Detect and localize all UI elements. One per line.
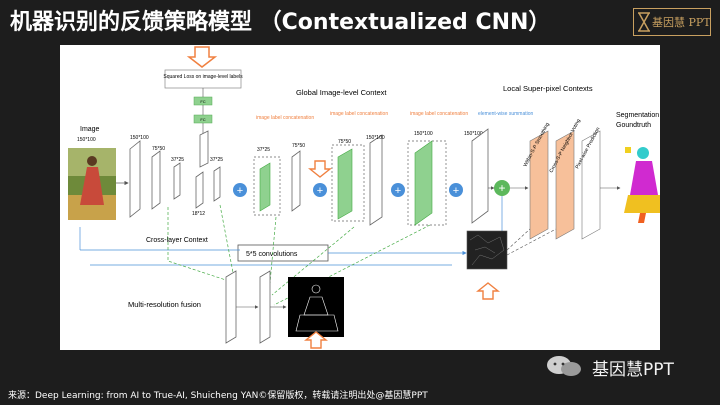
image-size-label: 150*100: [77, 137, 96, 143]
svg-text:+: +: [395, 185, 401, 197]
dim-1: 150*100: [130, 135, 149, 141]
hourglass-icon: [638, 12, 650, 32]
dim-6: 37*25: [257, 147, 270, 153]
edge-map: [288, 277, 344, 337]
squared-loss-label: Squared Loss on image-level labels: [163, 74, 243, 80]
fc-label-1: FC: [200, 99, 205, 104]
concat-group-1: [253, 156, 281, 216]
segmentation-image: [624, 147, 660, 223]
dim-3: 37*25: [171, 157, 184, 163]
sum-node-2: +: [313, 183, 327, 197]
dim-10: 150*100: [414, 131, 433, 137]
segmentation-title-1: Segmentation: [616, 112, 659, 119]
local-context-title: Local Super-pixel Contexts: [503, 84, 593, 93]
feedback-arrow-1: [308, 160, 332, 178]
input-image: [68, 148, 116, 220]
wechat-icon: [547, 356, 581, 376]
feature-map-final: [471, 128, 489, 224]
dim-2: 75*50: [152, 146, 165, 152]
cnn-diagram: Squared Loss on image-level labels FC FC…: [68, 46, 660, 349]
conv5-label: 5*5 convolutions: [246, 251, 298, 258]
svg-text:+: +: [498, 181, 505, 195]
superpixel-map: [466, 230, 508, 270]
brand-logo: 基因慧 PPT: [633, 8, 711, 36]
svg-text:+: +: [317, 185, 323, 197]
multires-label: Multi-resolution fusion: [128, 300, 201, 309]
crosslayer-label: Cross-layer Context: [146, 237, 208, 244]
superpixel-layers: [529, 130, 601, 240]
image-label: Image: [80, 126, 100, 133]
watermark-text: 基因慧PPT: [592, 360, 674, 380]
global-context-title: Global Image-level Context: [296, 88, 387, 97]
sum-node-green: +: [494, 180, 510, 196]
source-caption: 来源：Deep Learning: from AI to True-AI, Sh…: [8, 391, 428, 401]
concat-label-1: image label concatenation: [256, 115, 314, 121]
segmentation-title-2: Goundtruth: [616, 122, 651, 129]
feedback-arrow-2: [476, 282, 500, 300]
diagram-panel: Squared Loss on image-level labels FC FC…: [60, 45, 660, 350]
concat-group-3: [407, 140, 447, 226]
svg-text:+: +: [453, 185, 459, 197]
sum-node-1: +: [233, 183, 247, 197]
svg-text:+: +: [237, 185, 243, 197]
dim-11: 150*100: [464, 131, 483, 137]
concat-group-2: [331, 144, 365, 222]
sum-node-4: +: [449, 183, 463, 197]
page-title: 机器识别的反馈策略模型 （Contextualized CNN）: [10, 10, 551, 35]
concat-label-2: image label concatenation: [330, 111, 388, 117]
sum-node-3: +: [391, 183, 405, 197]
dim-9: 150*100: [366, 135, 385, 141]
dim-7: 75*50: [292, 143, 305, 149]
dim-8: 75*50: [338, 139, 351, 145]
elementwise-label: element-wise summation: [478, 111, 534, 117]
concat-label-3: image label concatenation: [410, 111, 468, 117]
fc-label-2: FC: [200, 117, 205, 122]
feedback-arrow-3: [304, 331, 328, 349]
conv-blocks: [129, 130, 383, 226]
dim-5: 18*12: [192, 211, 205, 217]
input-arrow-top: [186, 46, 218, 68]
logo-text: 基因慧 PPT: [652, 16, 711, 29]
dim-4: 37*25: [210, 157, 223, 163]
